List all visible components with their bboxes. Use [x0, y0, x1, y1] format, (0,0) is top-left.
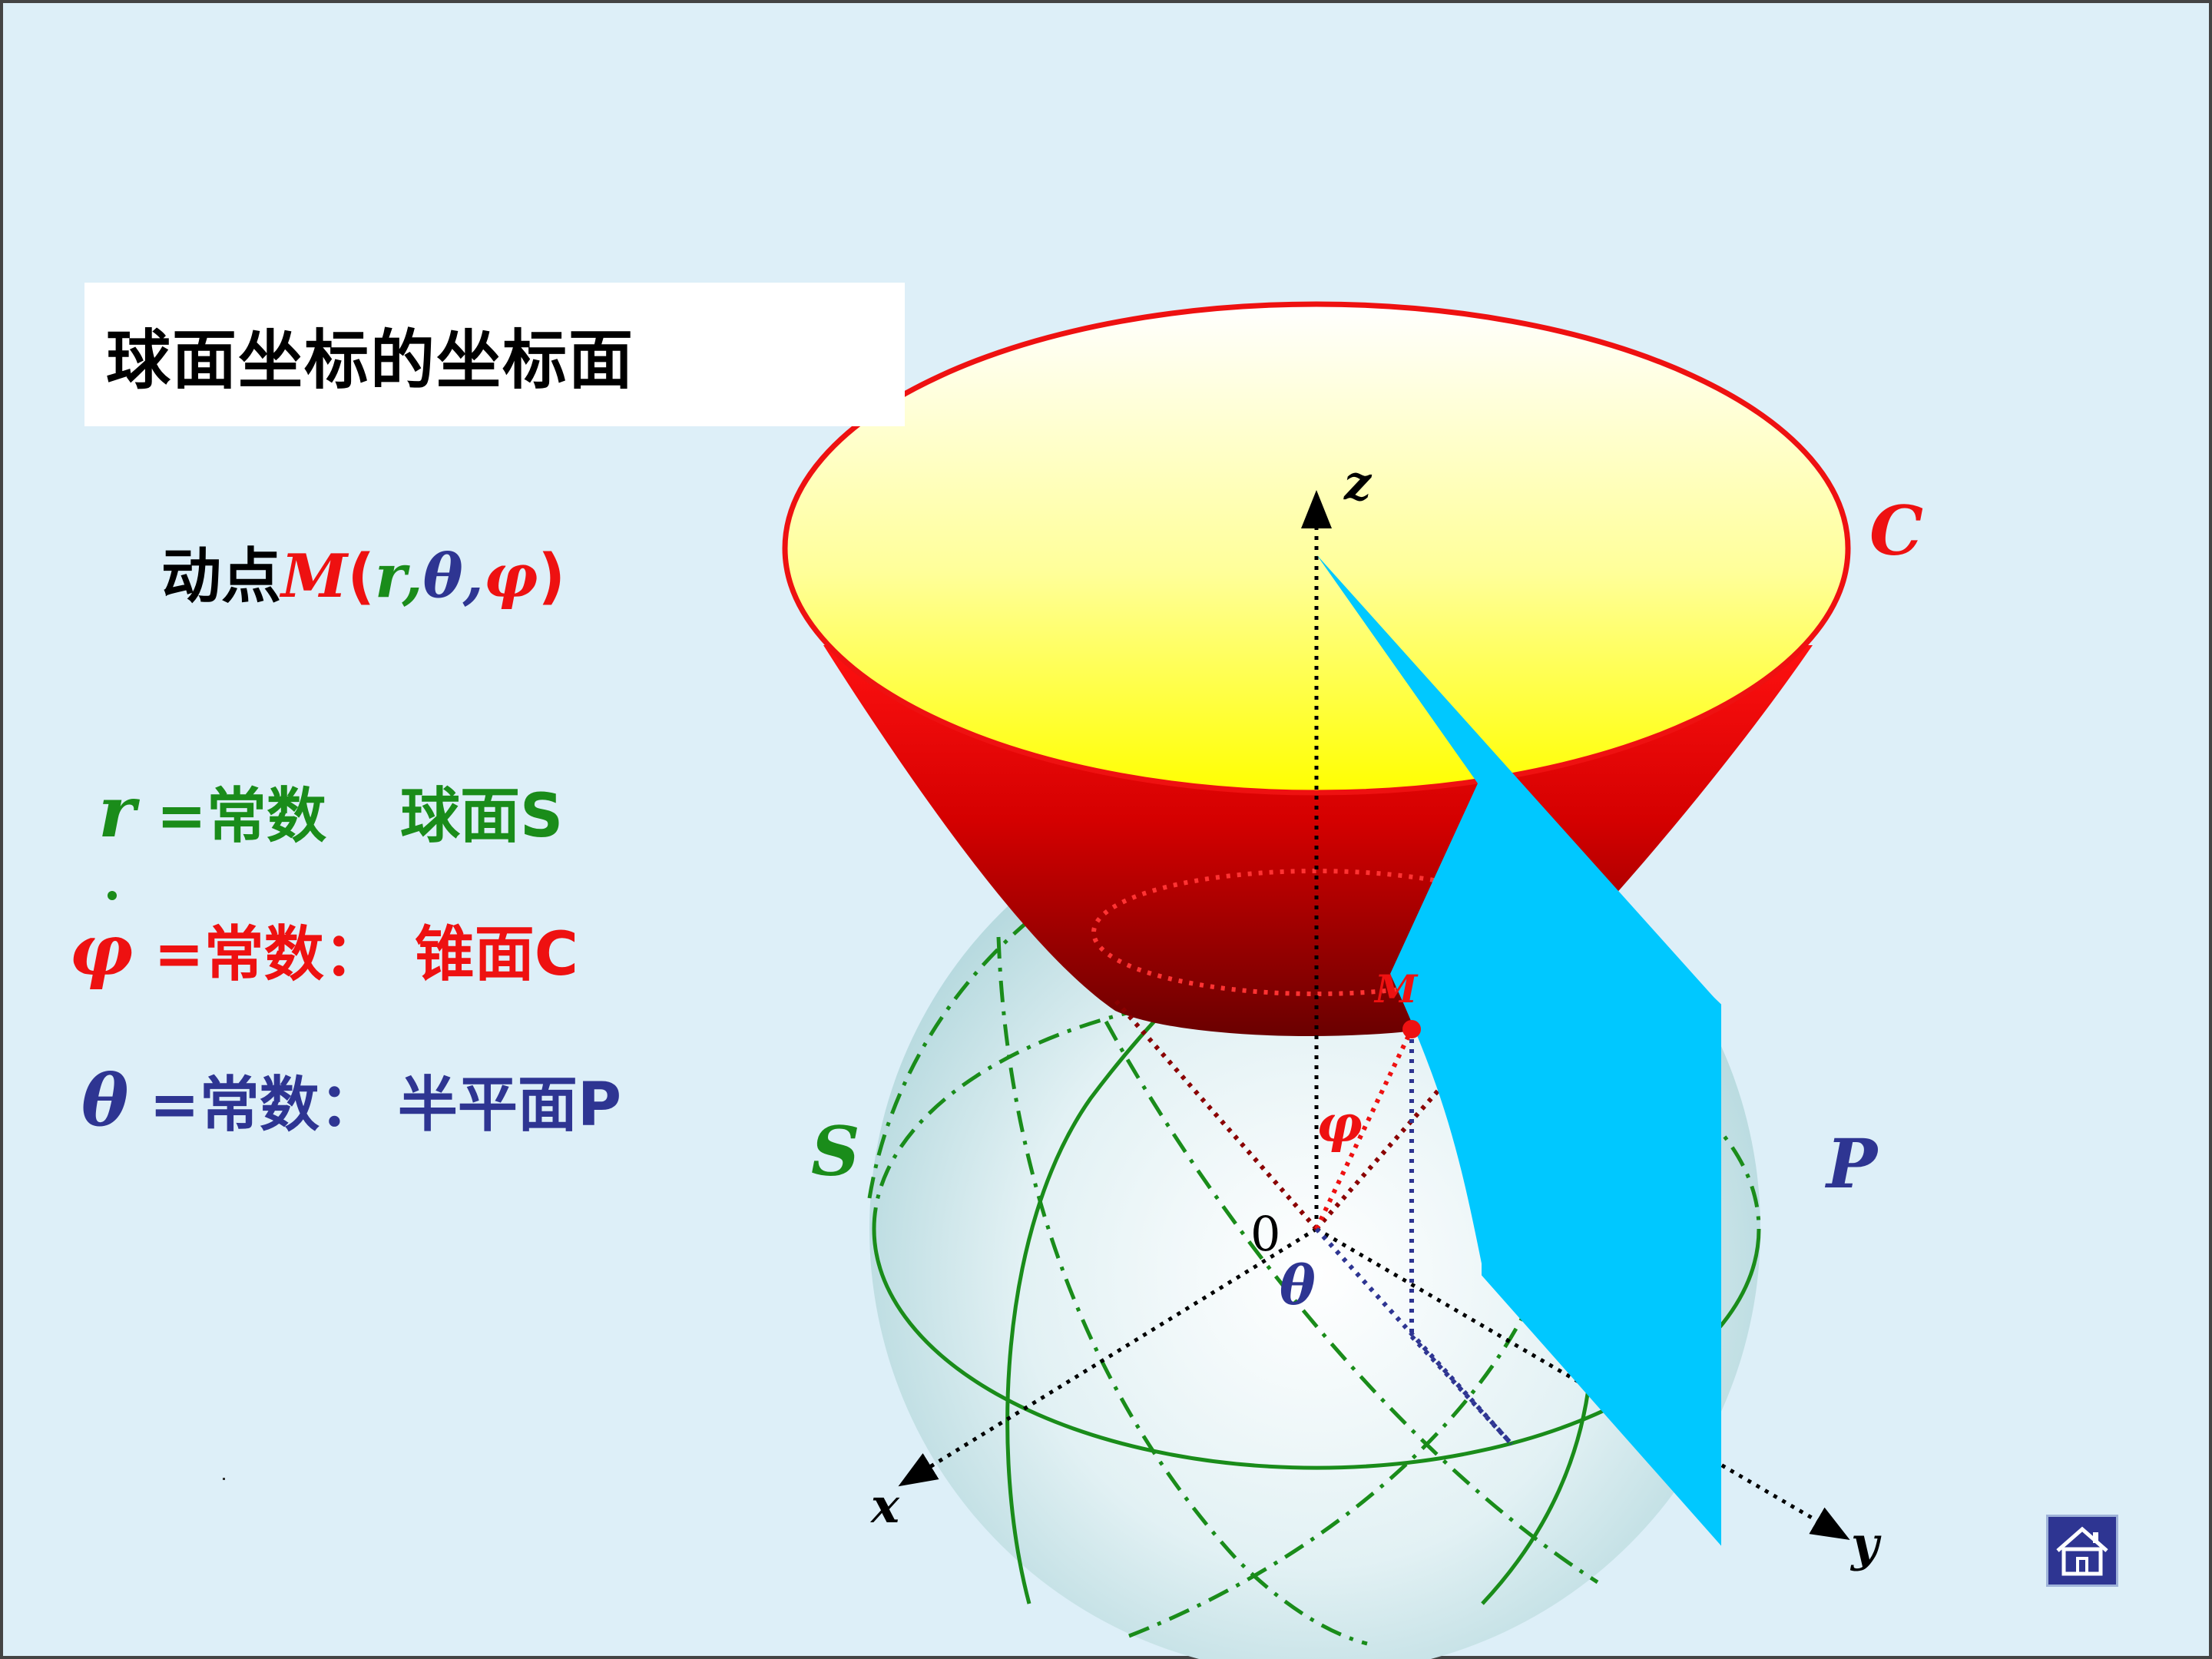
row-theta-symbol: θ: [81, 1059, 129, 1142]
label-origin: 0: [1250, 1206, 1280, 1262]
label-s: S: [811, 1111, 860, 1191]
label-x: x: [869, 1478, 900, 1534]
label-m: M: [1373, 966, 1419, 1012]
coord-theta: θ: [422, 541, 463, 611]
home-icon: [2056, 1526, 2108, 1576]
y-axis: [1315, 1227, 1850, 1541]
label-z: z: [1343, 455, 1373, 511]
row-phi-surface: 锥面C: [414, 920, 579, 989]
theta-ray: [1314, 1227, 1514, 1446]
row-theta-surface: 半平面P: [397, 1071, 622, 1140]
title-box: 球面坐标的坐标面: [84, 283, 905, 426]
comma-2: ,: [462, 541, 484, 611]
axes: [898, 490, 1850, 1541]
row-phi-cone: φ =常数： 锥面C: [69, 906, 578, 992]
row-r-sphere: r =常数 球面S: [98, 768, 563, 854]
sphere-meridian-4: [1128, 1304, 1531, 1638]
row-phi-eq: =常数：: [133, 920, 384, 989]
cone-generatrix-right: [1314, 1074, 1454, 1230]
row-theta-eq: =常数：: [128, 1071, 379, 1140]
label-y: y: [1849, 1516, 1882, 1572]
cone-generatrix-left: [1111, 997, 1319, 1230]
home-button[interactable]: [2046, 1515, 2118, 1587]
projection-to-plane: [1409, 1334, 1514, 1446]
moving-point-line: 动点M(r,θ,φ): [161, 528, 565, 614]
point-name-m: M: [281, 541, 348, 611]
label-theta-angle: θ: [1280, 1253, 1316, 1317]
row-r-symbol: r: [98, 770, 136, 853]
label-phi-angle: φ: [1316, 1094, 1363, 1154]
comma-1: ,: [402, 541, 423, 611]
x-axis: [898, 1227, 1318, 1487]
row-r-surface: 球面S: [400, 782, 564, 851]
coord-phi: φ: [483, 541, 538, 611]
point-m: [1402, 1020, 1421, 1038]
page-title: 球面坐标的坐标面: [106, 323, 635, 398]
open-paren: (: [347, 542, 376, 611]
row-phi-symbol: φ: [69, 909, 134, 992]
sphere-meridian-5: [1104, 1020, 1599, 1584]
moving-point-label: 动点: [161, 542, 282, 611]
label-p: P: [1824, 1124, 1879, 1204]
stray-dot: [223, 1478, 225, 1480]
phi-dot-mark: [108, 891, 117, 900]
row-r-eq: =常数: [135, 782, 326, 851]
half-plane-p-fold: [1390, 782, 1721, 1546]
sphere-meridian-3: [996, 936, 1368, 1646]
construction-lines: [1111, 997, 1514, 1446]
om-line: [1314, 1028, 1414, 1230]
coord-r: r: [375, 541, 402, 611]
label-c: C: [1869, 491, 1923, 571]
close-paren: ): [538, 542, 566, 611]
row-theta-plane: θ =常数： 半平面P: [81, 1057, 621, 1143]
